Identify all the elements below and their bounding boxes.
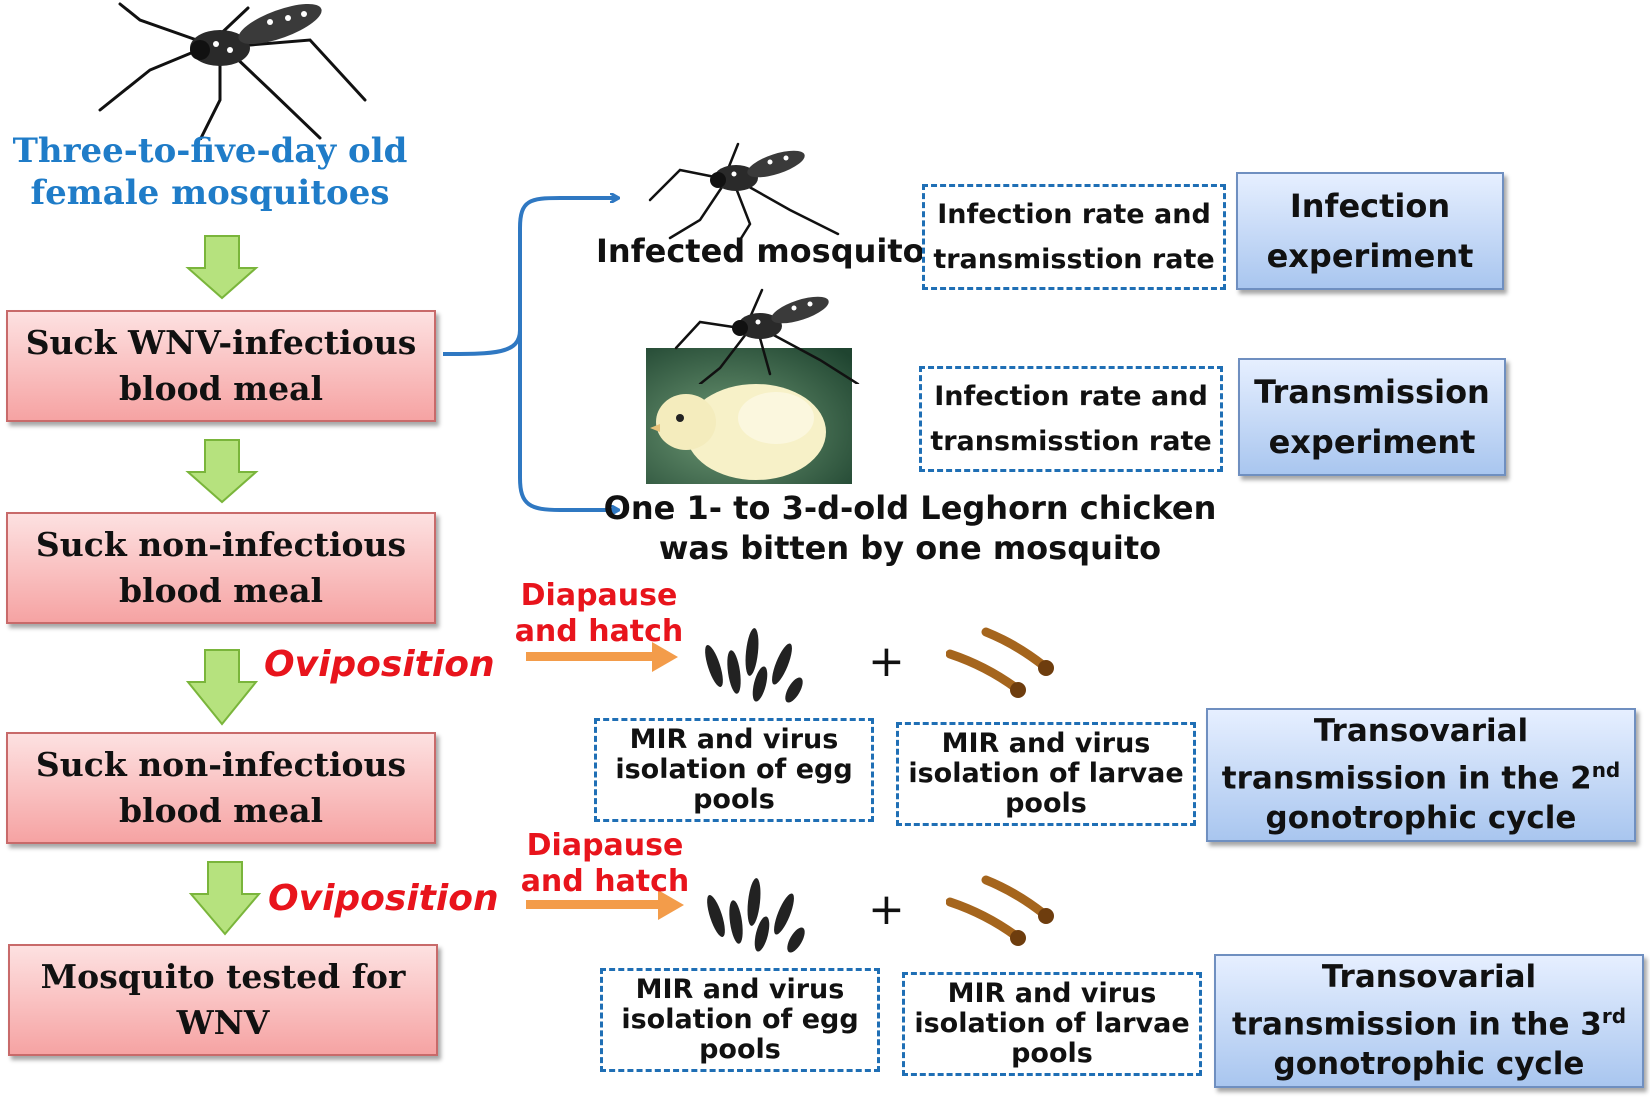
chick-photo	[646, 348, 852, 484]
infected-mosquito-label: Infected mosquito	[596, 232, 925, 270]
transovarial-3rd-line2-text: transmission in the 3	[1231, 1006, 1602, 1043]
transovarial-2nd-line3: gonotrophic cycle	[1265, 799, 1577, 836]
plus-sign-2: +	[868, 884, 905, 935]
population-title-line2: female mosquitoes	[30, 173, 390, 213]
oviposition-label-2: Oviposition	[268, 878, 499, 919]
measure-transmission-rates: Infection rate and transmisstion rate	[919, 366, 1223, 472]
green-down-arrow	[185, 439, 259, 504]
diapause-label-1: Diapause and hatch	[514, 578, 684, 649]
green-down-arrow	[188, 861, 262, 936]
measure-larvae-pools-3rd: MIR and virus isolation of larvae pools	[902, 972, 1202, 1076]
step-mosquito-tested: Mosquito tested for WNV	[8, 944, 438, 1056]
mosquito-icon	[674, 288, 860, 384]
measure-larvae-pools-2nd: MIR and virus isolation of larvae pools	[896, 722, 1196, 826]
chicken-caption: One 1- to 3-d-old Leghorn chicken was bi…	[603, 489, 1217, 567]
transovarial-3rd-sup: rd	[1601, 1004, 1627, 1029]
measure-egg-pools-2nd: MIR and virus isolation of egg pools	[594, 718, 874, 822]
transovarial-2nd-line2-text: transmission in the 2	[1221, 760, 1592, 797]
step-non-infectious-blood-meal-1: Suck non-infectious blood meal	[6, 512, 436, 624]
transmission-experiment-box: Transmission experiment	[1238, 358, 1506, 476]
larvae-icon	[946, 875, 1054, 946]
population-title-line1: Three-to-five-day old	[12, 131, 408, 171]
larvae-icon	[946, 627, 1054, 698]
measure-infection-rates: Infection rate and transmisstion rate	[922, 184, 1226, 290]
transovarial-3rd-box: Transovarial transmission in the 3rd gon…	[1214, 954, 1644, 1088]
eggs-icon	[705, 628, 803, 703]
plus-sign-1: +	[868, 636, 905, 687]
transovarial-2nd-line2: transmission in the 2nd	[1222, 751, 1621, 798]
transovarial-2nd-box: Transovarial transmission in the 2nd gon…	[1206, 708, 1636, 842]
diapause-label-2: Diapause and hatch	[520, 828, 690, 899]
green-down-arrow	[185, 649, 259, 726]
branch-connector	[442, 198, 618, 356]
mosquito-icon	[648, 142, 840, 240]
mosquito-icon	[98, 2, 367, 140]
step-non-infectious-blood-meal-2: Suck non-infectious blood meal	[6, 732, 436, 844]
orange-arrow	[526, 642, 678, 672]
oviposition-label-1: Oviposition	[264, 644, 495, 685]
transovarial-2nd-line1: Transovarial	[1313, 713, 1529, 750]
transovarial-3rd-line2: transmission in the 3rd	[1232, 997, 1626, 1044]
branch-connector-lower	[518, 330, 618, 510]
step-infectious-blood-meal: Suck WNV-infectious blood meal	[6, 310, 436, 422]
transovarial-3rd-line1: Transovarial	[1321, 959, 1537, 996]
population-title: Three-to-five-day old female mosquitoes	[0, 130, 420, 220]
transovarial-2nd-sup: nd	[1591, 758, 1621, 783]
transovarial-3rd-line3: gonotrophic cycle	[1273, 1045, 1585, 1082]
infection-experiment-box: Infection experiment	[1236, 172, 1504, 290]
orange-arrow	[526, 890, 684, 920]
eggs-icon	[707, 878, 805, 953]
measure-egg-pools-3rd: MIR and virus isolation of egg pools	[600, 968, 880, 1072]
green-down-arrow	[185, 235, 259, 300]
